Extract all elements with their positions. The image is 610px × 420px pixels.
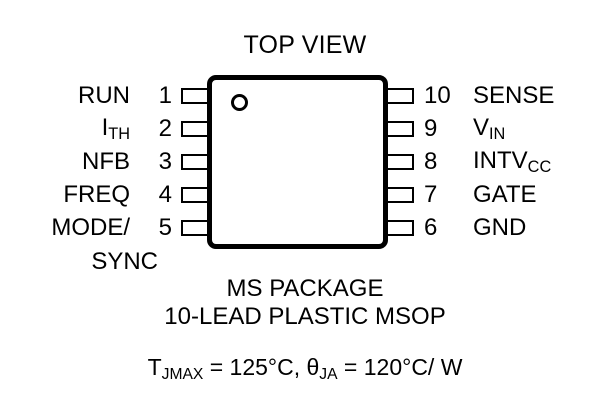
pin-shape-4 — [181, 187, 210, 203]
pin-number-9: 9 — [424, 115, 438, 142]
pin-shape-1 — [181, 88, 210, 104]
pin-shape-5 — [181, 220, 210, 236]
thermal-tjmax-symbol: T — [147, 354, 162, 380]
pin-label-6: GND — [473, 214, 527, 241]
pin-shape-7 — [385, 187, 414, 203]
pin-row-1: RUN 1 — [28, 81, 172, 111]
pin-row-7: 7 GATE — [424, 180, 537, 210]
pin-row-9: 9 VIN — [424, 114, 505, 144]
pin-shape-2 — [181, 121, 210, 137]
pin-number-3: 3 — [158, 148, 172, 175]
thermal-theta-sub: JA — [319, 366, 338, 384]
pin-label-1: RUN — [78, 82, 130, 109]
package-body — [207, 75, 388, 249]
pin-number-4: 4 — [158, 181, 172, 208]
pin-row-10: 10 SENSE — [424, 81, 554, 111]
pin1-indicator-dot-icon — [231, 94, 248, 111]
pin-label-2: ITH — [101, 114, 130, 144]
pin-shape-10 — [385, 88, 414, 104]
pin-label-3: NFB — [82, 148, 130, 175]
thermal-theta-symbol: θ — [306, 354, 320, 380]
lead-description-caption: 10-LEAD PLASTIC MSOP — [164, 303, 446, 330]
thermal-spec-caption: TJMAX = 125°C, θJA = 120°C/ W — [0, 353, 610, 385]
pin-row-3: NFB 3 — [28, 147, 172, 177]
pin-row-2: ITH 2 — [28, 114, 172, 144]
pin-label-5: MODE/ — [51, 214, 130, 241]
pin-row-6: 6 GND — [424, 213, 526, 243]
pin-number-2: 2 — [158, 115, 172, 142]
pin-label-10: SENSE — [473, 82, 555, 109]
pin-row-5: MODE/ 5 — [28, 213, 172, 243]
pin-shape-8 — [385, 154, 414, 170]
pin-label-8: INTVCC — [473, 147, 552, 177]
pin-label-9: VIN — [473, 114, 506, 144]
pin-shape-9 — [385, 121, 414, 137]
pin-row-8: 8 INTVCC — [424, 147, 551, 177]
pin-label-4: FREQ — [63, 181, 130, 208]
thermal-theta-value: = 120°C/ W — [337, 354, 463, 380]
pin-number-8: 8 — [424, 148, 438, 175]
package-name-caption: MS PACKAGE — [226, 275, 384, 302]
pin-label-8-sub: CC — [527, 158, 552, 177]
pin-label-5-second-line: SYNC — [91, 248, 158, 275]
pin-number-7: 7 — [424, 181, 438, 208]
pin-number-10: 10 — [424, 82, 451, 109]
top-view-title: TOP VIEW — [243, 31, 367, 59]
pin-label-9-sub: IN — [489, 125, 506, 144]
pin-row-4: FREQ 4 — [28, 180, 172, 210]
thermal-tjmax-sub: JMAX — [161, 366, 204, 384]
pin-shape-6 — [385, 220, 414, 236]
pin-number-1: 1 — [158, 82, 172, 109]
pin-label-2-sub: TH — [108, 125, 130, 144]
pin-label-7: GATE — [473, 181, 537, 208]
pin-shape-3 — [181, 154, 210, 170]
pin-number-6: 6 — [424, 214, 438, 241]
pin-number-5: 5 — [158, 214, 172, 241]
thermal-tjmax-value: = 125°C, — [203, 354, 307, 380]
